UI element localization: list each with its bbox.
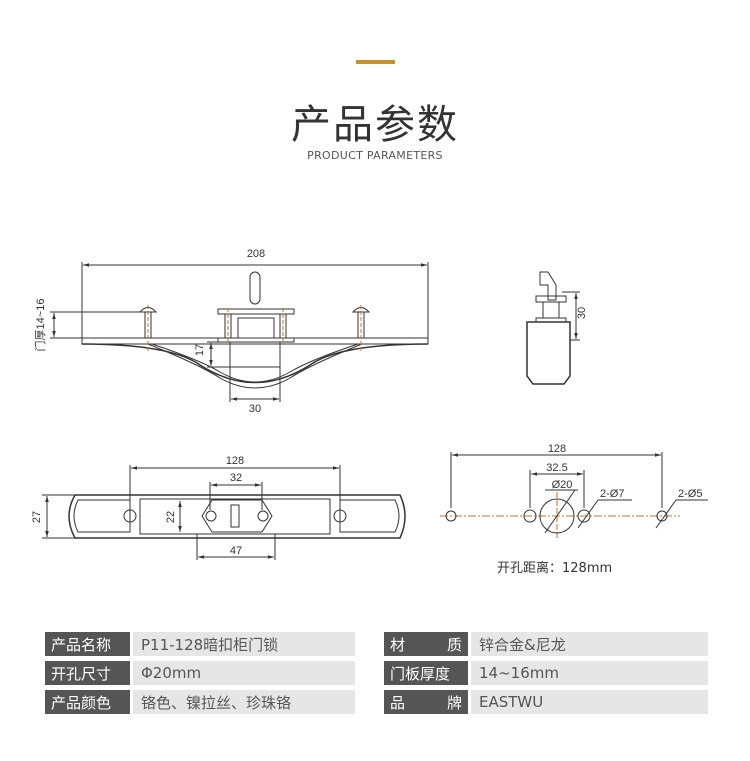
bottom-inner-spacing-label: 32: [230, 472, 242, 484]
hole-outer-spacing-label: 128: [548, 443, 566, 455]
spec-row-name: 产品名称 P11-128暗扣柜门锁: [45, 632, 355, 656]
hole-caption: 开孔距离：128mm: [497, 561, 613, 576]
bottom-inner-height-label: 22: [165, 511, 177, 523]
spec-row-hole-size: 开孔尺寸 Φ20mm: [45, 661, 355, 685]
technical-drawings: 208 30 17 门厚14~16 30: [31, 248, 708, 560]
bottom-view: [42, 465, 406, 560]
page-title: 产品参数: [291, 102, 459, 148]
spec-row-color: 产品颜色 铬色、镍拉丝、珍珠铬: [45, 690, 355, 714]
hole-inner-spacing-label: 32.5: [546, 462, 567, 474]
outer-holes-label: 2-Ø5: [678, 488, 702, 500]
front-body-width-label: 30: [249, 403, 261, 415]
bottom-body-width-label: 47: [230, 545, 242, 557]
center-hole-label: Ø20: [552, 479, 573, 491]
spec-row-material: 材质 锌合金&尼龙: [384, 632, 708, 656]
front-width-label: 208: [247, 248, 265, 260]
spec-row-brand: 品牌 EASTWU: [384, 690, 708, 714]
spec-row-door-thickness: 门板厚度 14~16mm: [384, 661, 708, 685]
hole-pattern: [440, 452, 708, 540]
page-subtitle: PRODUCT PARAMETERS: [307, 149, 443, 162]
door-thickness-label: 门厚14~16: [33, 299, 47, 352]
bottom-spacing-label: 128: [226, 455, 244, 467]
small-holes-label: 2-Ø7: [600, 488, 624, 500]
front-view: [50, 262, 429, 402]
side-view: [526, 271, 580, 385]
front-height-label: 17: [194, 344, 206, 356]
bottom-height-label: 27: [31, 511, 43, 523]
side-height-label: 30: [576, 307, 588, 319]
accent-bar: [356, 60, 395, 64]
